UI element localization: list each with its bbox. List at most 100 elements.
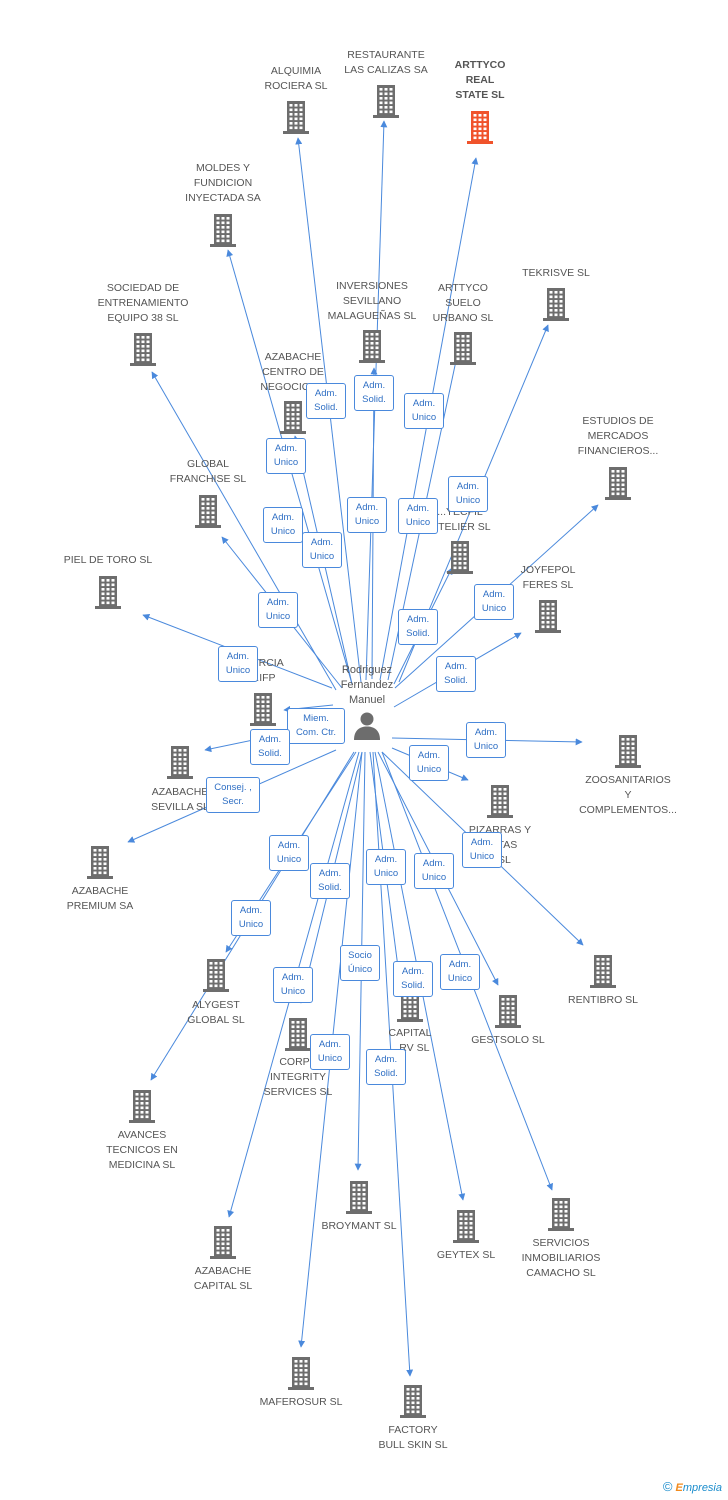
- company-node[interactable]: SOCIEDAD DE ENTRENAMIENTO EQUIPO 38 SL: [68, 281, 218, 366]
- building-icon: [203, 959, 229, 992]
- company-node[interactable]: ALYGEST GLOBAL SL: [141, 958, 291, 1028]
- building-icon: [195, 495, 221, 528]
- role-label[interactable]: Adm. Solid.: [354, 375, 394, 411]
- company-name: AZABACHE SEVILLA SL: [151, 786, 209, 813]
- company-name: FACTORY BULL SKIN SL: [378, 1424, 448, 1451]
- company-node[interactable]: TEKRISVE SL: [481, 266, 631, 321]
- role-label[interactable]: Adm. Solid.: [436, 656, 476, 692]
- company-name: PIEL DE TORO SL: [63, 554, 153, 566]
- company-node[interactable]: GEYTEX SL: [391, 1209, 541, 1263]
- role-label[interactable]: Adm. Unico: [273, 967, 313, 1003]
- role-label[interactable]: Adm. Unico: [440, 954, 480, 990]
- role-label[interactable]: Adm. Unico: [310, 1034, 350, 1070]
- building-icon: [167, 746, 193, 779]
- company-name: SERVICIOS INMOBILIARIOS CAMACHO SL: [521, 1237, 601, 1279]
- relation-edge-5: [151, 371, 337, 691]
- company-name: GLOBAL FRANCHISE SL: [169, 458, 247, 485]
- company-node[interactable]: PIEL DE TORO SL: [33, 553, 183, 609]
- role-label[interactable]: Consej. , Secr.: [206, 777, 260, 813]
- company-node[interactable]: MAFEROSUR SL: [226, 1356, 376, 1410]
- building-icon: [283, 101, 309, 134]
- company-node[interactable]: ...YECFIL ...TELIER SL: [385, 505, 535, 574]
- building-icon: [95, 576, 121, 609]
- building-icon: [373, 85, 399, 118]
- person-node[interactable]: Rodriguez Fernandez Manuel: [322, 663, 412, 741]
- company-name: GEYTEX SL: [436, 1249, 496, 1261]
- building-icon: [285, 1018, 311, 1051]
- company-name: INVERSIONES SEVILLANO MALAGUEÑAS SL: [327, 280, 417, 322]
- role-label[interactable]: Adm. Solid.: [250, 729, 290, 765]
- role-label[interactable]: Adm. Solid.: [366, 1049, 406, 1085]
- role-label[interactable]: Adm. Unico: [448, 476, 488, 512]
- role-label[interactable]: Adm. Unico: [269, 835, 309, 871]
- company-node[interactable]: MOLDES Y FUNDICION INYECTADA SA: [148, 161, 298, 247]
- company-name: ARTTYCO REAL STATE SL: [454, 59, 506, 101]
- company-node[interactable]: AZABACHE PREMIUM SA: [25, 845, 175, 914]
- building-icon: [210, 214, 236, 247]
- company-name: MAFEROSUR SL: [259, 1396, 343, 1408]
- company-name: RENTIBRO SL: [567, 994, 638, 1006]
- building-icon: [280, 401, 306, 434]
- role-label[interactable]: Adm. Solid.: [393, 961, 433, 997]
- company-name: TEKRISVE SL: [522, 267, 590, 279]
- company-node[interactable]: AVANCES TECNICOS EN MEDICINA SL: [67, 1089, 217, 1173]
- building-icon: [447, 541, 473, 574]
- role-label[interactable]: Adm. Unico: [366, 849, 406, 885]
- company-node[interactable]: INVERSIONES SEVILLANO MALAGUEÑAS SL: [297, 279, 447, 363]
- role-label[interactable]: Miem. Com. Ctr.: [287, 708, 345, 744]
- company-node[interactable]: GLOBAL FRANCHISE SL: [133, 457, 283, 528]
- company-node[interactable]: ALQUIMIA ROCIERA SL: [221, 64, 371, 134]
- role-label[interactable]: Adm. Unico: [474, 584, 514, 620]
- company-node[interactable]: SERVICIOS INMOBILIARIOS CAMACHO SL: [486, 1197, 636, 1281]
- company-node[interactable]: BROYMANT SL: [284, 1180, 434, 1234]
- company-node[interactable]: CORPS INTEGRITY SERVICES SL: [223, 1017, 373, 1100]
- copyright-symbol: ©: [662, 1479, 673, 1494]
- company-name: ESTUDIOS DE MERCADOS FINANCIEROS...: [577, 415, 659, 457]
- role-label[interactable]: Adm. Unico: [218, 646, 258, 682]
- role-label[interactable]: Adm. Unico: [414, 853, 454, 889]
- building-icon: [467, 111, 493, 144]
- role-label[interactable]: Adm. Unico: [231, 900, 271, 936]
- empresia-brand[interactable]: © Empresia: [663, 1479, 722, 1494]
- building-icon: [590, 955, 616, 988]
- company-node[interactable]: RESTAURANTE LAS CALIZAS SA: [311, 48, 461, 118]
- role-label[interactable]: Adm. Unico: [466, 722, 506, 758]
- person-name: Rodriguez Fernandez Manuel: [340, 664, 394, 706]
- person-icon: [354, 712, 380, 740]
- company-name: MOLDES Y FUNDICION INYECTADA SA: [185, 162, 261, 204]
- building-icon: [615, 735, 641, 768]
- company-node[interactable]: ARTTYCO SUELO URBANO SL: [388, 281, 538, 365]
- role-label[interactable]: Adm. Unico: [263, 507, 303, 543]
- role-label[interactable]: Adm. Unico: [462, 832, 502, 868]
- company-name: AVANCES TECNICOS EN MEDICINA SL: [106, 1129, 178, 1171]
- brand-e: E: [675, 1482, 683, 1494]
- company-node[interactable]: RENTIBRO SL: [528, 954, 678, 1008]
- company-node[interactable]: GESTSOLO SL: [433, 994, 583, 1048]
- building-icon: [487, 785, 513, 818]
- building-icon: [535, 600, 561, 633]
- company-node[interactable]: AZABACHE CAPITAL SL: [148, 1225, 298, 1294]
- building-icon: [359, 330, 385, 363]
- company-node[interactable]: JOYFEPOL FERES SL: [473, 563, 623, 633]
- company-name: ALYGEST GLOBAL SL: [187, 999, 245, 1026]
- role-label[interactable]: Adm. Solid.: [398, 609, 438, 645]
- company-node[interactable]: ZOOSANITARIOS Y COMPLEMENTOS...: [553, 734, 703, 818]
- role-label[interactable]: Adm. Unico: [302, 532, 342, 568]
- role-label[interactable]: Adm. Unico: [398, 498, 438, 534]
- company-node[interactable]: AZABACHE SEVILLA SL: [105, 745, 255, 815]
- building-icon: [605, 467, 631, 500]
- company-name: BROYMANT SL: [321, 1220, 397, 1232]
- role-label[interactable]: Adm. Solid.: [306, 383, 346, 419]
- role-label[interactable]: Adm. Unico: [404, 393, 444, 429]
- role-label[interactable]: Adm. Unico: [266, 438, 306, 474]
- role-label[interactable]: Socio Único: [340, 945, 380, 981]
- role-label[interactable]: Adm. Unico: [347, 497, 387, 533]
- role-label[interactable]: Adm. Unico: [409, 745, 449, 781]
- role-label[interactable]: Adm. Unico: [258, 592, 298, 628]
- building-icon: [250, 693, 276, 726]
- company-node[interactable]: ESTUDIOS DE MERCADOS FINANCIEROS...: [543, 414, 693, 500]
- role-label[interactable]: Adm. Solid.: [310, 863, 350, 899]
- company-name: ARTTYCO SUELO URBANO SL: [432, 282, 494, 324]
- company-node[interactable]: FACTORY BULL SKIN SL: [338, 1384, 488, 1453]
- company-node[interactable]: ARTTYCO REAL STATE SL: [405, 58, 555, 144]
